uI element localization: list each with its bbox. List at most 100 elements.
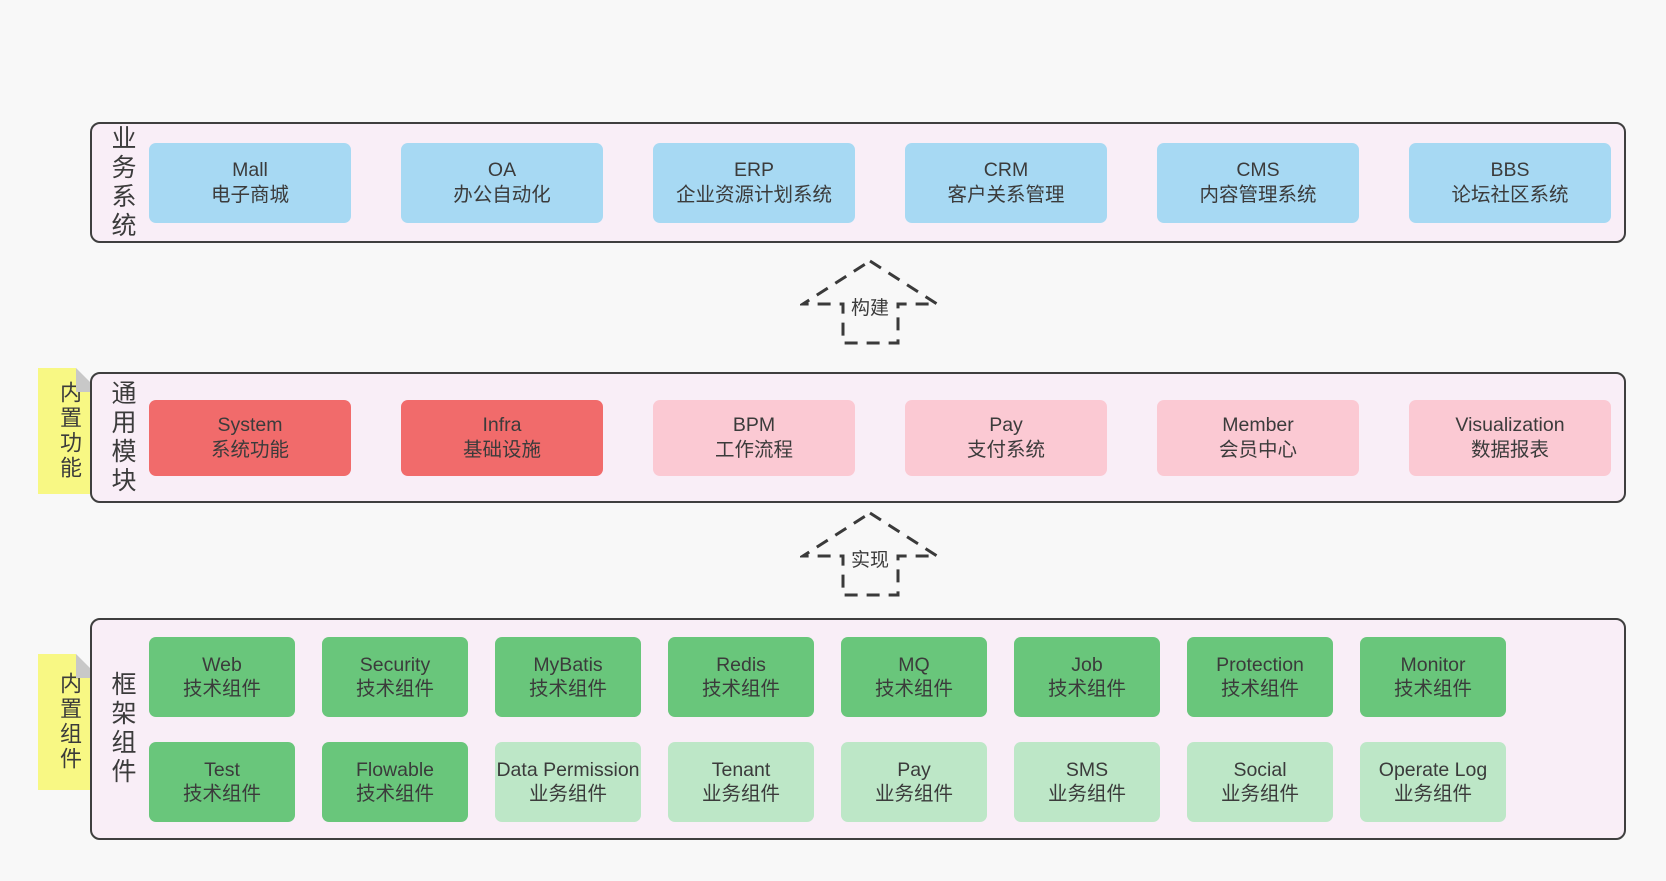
box-erp: ERP 企业资源计划系统 [653,142,855,223]
box-title: Redis [716,653,766,676]
box-subtitle: 技术组件 [874,677,953,700]
box-subtitle: 技术组件 [1220,677,1299,700]
box-oa: OA 办公自动化 [401,142,603,223]
box-subtitle: 论坛社区系统 [1451,183,1569,206]
box-subtitle: 办公自动化 [453,183,551,206]
box-member: Member 会员中心 [1157,399,1359,476]
box-title: CMS [1236,158,1280,181]
dashed-up-arrow-icon [800,511,940,597]
box-pay-business: Pay 业务组件 [841,741,987,822]
arrow-build: 构建 [800,258,940,346]
box-subtitle: 内容管理系统 [1199,183,1317,206]
box-title: CRM [983,158,1029,181]
box-operate-log: Operate Log 业务组件 [1360,741,1506,822]
box-subtitle: 业务组件 [1220,782,1299,805]
box-system: System 系统功能 [149,399,351,476]
sticky-label: 内置功能 [57,381,82,481]
box-mybatis: MyBatis 技术组件 [495,636,641,717]
box-mq: MQ 技术组件 [841,636,987,717]
box-title: Member [1222,413,1294,436]
box-subtitle: 基础设施 [462,438,541,461]
box-visualization: Visualization 数据报表 [1409,399,1611,476]
components-grid: Web 技术组件 Security 技术组件 MyBatis 技术组件 Redi… [149,636,1506,822]
box-title: Infra [482,413,522,436]
box-subtitle: 业务组件 [528,782,607,805]
box-subtitle: 技术组件 [1393,677,1472,700]
box-title: MQ [898,653,930,676]
box-subtitle: 客户关系管理 [947,183,1065,206]
box-subtitle: 数据报表 [1470,438,1549,461]
box-title: Social [1233,758,1287,781]
box-infra: Infra 基础设施 [401,399,603,476]
band-label-business-systems: 业务系统 [108,124,136,241]
box-title: OA [487,158,517,181]
box-subtitle: 技术组件 [701,677,780,700]
band-label-common-modules: 通用模块 [108,379,136,496]
box-subtitle: 技术组件 [355,677,434,700]
box-title: Monitor [1400,653,1466,676]
box-subtitle: 技术组件 [355,782,434,805]
box-title: Job [1071,653,1103,676]
arrow-implement: 实现 [800,510,940,598]
box-title: BBS [1490,158,1530,181]
box-protection: Protection 技术组件 [1187,636,1333,717]
box-title: Pay [897,758,931,781]
box-title: Data Permission [496,758,640,781]
box-subtitle: 业务组件 [874,782,953,805]
box-subtitle: 业务组件 [1047,782,1126,805]
box-title: BPM [732,413,776,436]
box-subtitle: 系统功能 [210,438,289,461]
band-business-systems: 业务系统 Mall 电子商城 OA 办公自动化 ERP 企业资源计划系统 CRM… [90,122,1626,243]
box-bbs: BBS 论坛社区系统 [1409,142,1611,223]
box-crm: CRM 客户关系管理 [905,142,1107,223]
box-subtitle: 业务组件 [1393,782,1472,805]
box-title: System [217,413,283,436]
box-mall: Mall 电子商城 [149,142,351,223]
box-job: Job 技术组件 [1014,636,1160,717]
box-pay: Pay 支付系统 [905,399,1107,476]
box-subtitle: 支付系统 [966,438,1045,461]
box-title: ERP [733,158,775,181]
business-box-row: Mall 电子商城 OA 办公自动化 ERP 企业资源计划系统 CRM 客户关系… [149,142,1611,223]
box-subtitle: 业务组件 [701,782,780,805]
box-subtitle: 技术组件 [528,677,607,700]
box-test: Test 技术组件 [149,741,295,822]
band-label-framework-components: 框架组件 [108,671,136,787]
box-subtitle: 电子商城 [210,183,289,206]
box-security: Security 技术组件 [322,636,468,717]
box-monitor: Monitor 技术组件 [1360,636,1506,717]
box-title: Protection [1216,653,1304,676]
sticky-note-builtin-components: 内置组件 [38,654,100,790]
box-tenant: Tenant 业务组件 [668,741,814,822]
box-title: Security [359,653,431,676]
box-title: Pay [989,413,1023,436]
box-title: Visualization [1455,413,1565,436]
box-subtitle: 会员中心 [1218,438,1297,461]
box-title: Operate Log [1378,758,1488,781]
box-subtitle: 技术组件 [182,782,261,805]
box-title: Flowable [355,758,435,781]
modules-box-row: System 系统功能 Infra 基础设施 BPM 工作流程 Pay 支付系统… [149,399,1611,476]
box-title: Tenant [711,758,771,781]
box-subtitle: 技术组件 [1047,677,1126,700]
box-subtitle: 企业资源计划系统 [675,183,832,206]
box-title: Web [202,653,242,676]
arrow-label-build: 构建 [846,292,894,321]
box-redis: Redis 技术组件 [668,636,814,717]
box-bpm: BPM 工作流程 [653,399,855,476]
box-title: Test [204,758,240,781]
sticky-label: 内置组件 [57,672,82,772]
box-title: SMS [1065,758,1109,781]
box-cms: CMS 内容管理系统 [1157,142,1359,223]
arrow-label-implement: 实现 [846,544,894,573]
band-framework-components: 框架组件 Web 技术组件 Security 技术组件 MyBatis 技术组件… [90,618,1626,840]
box-web: Web 技术组件 [149,636,295,717]
box-flowable: Flowable 技术组件 [322,741,468,822]
dashed-up-arrow-icon [800,259,940,345]
box-data-permission: Data Permission 业务组件 [495,741,641,822]
box-sms: SMS 业务组件 [1014,741,1160,822]
box-subtitle: 工作流程 [714,438,793,461]
box-title: Mall [232,158,268,181]
band-common-modules: 通用模块 System 系统功能 Infra 基础设施 BPM 工作流程 Pay… [90,372,1626,503]
